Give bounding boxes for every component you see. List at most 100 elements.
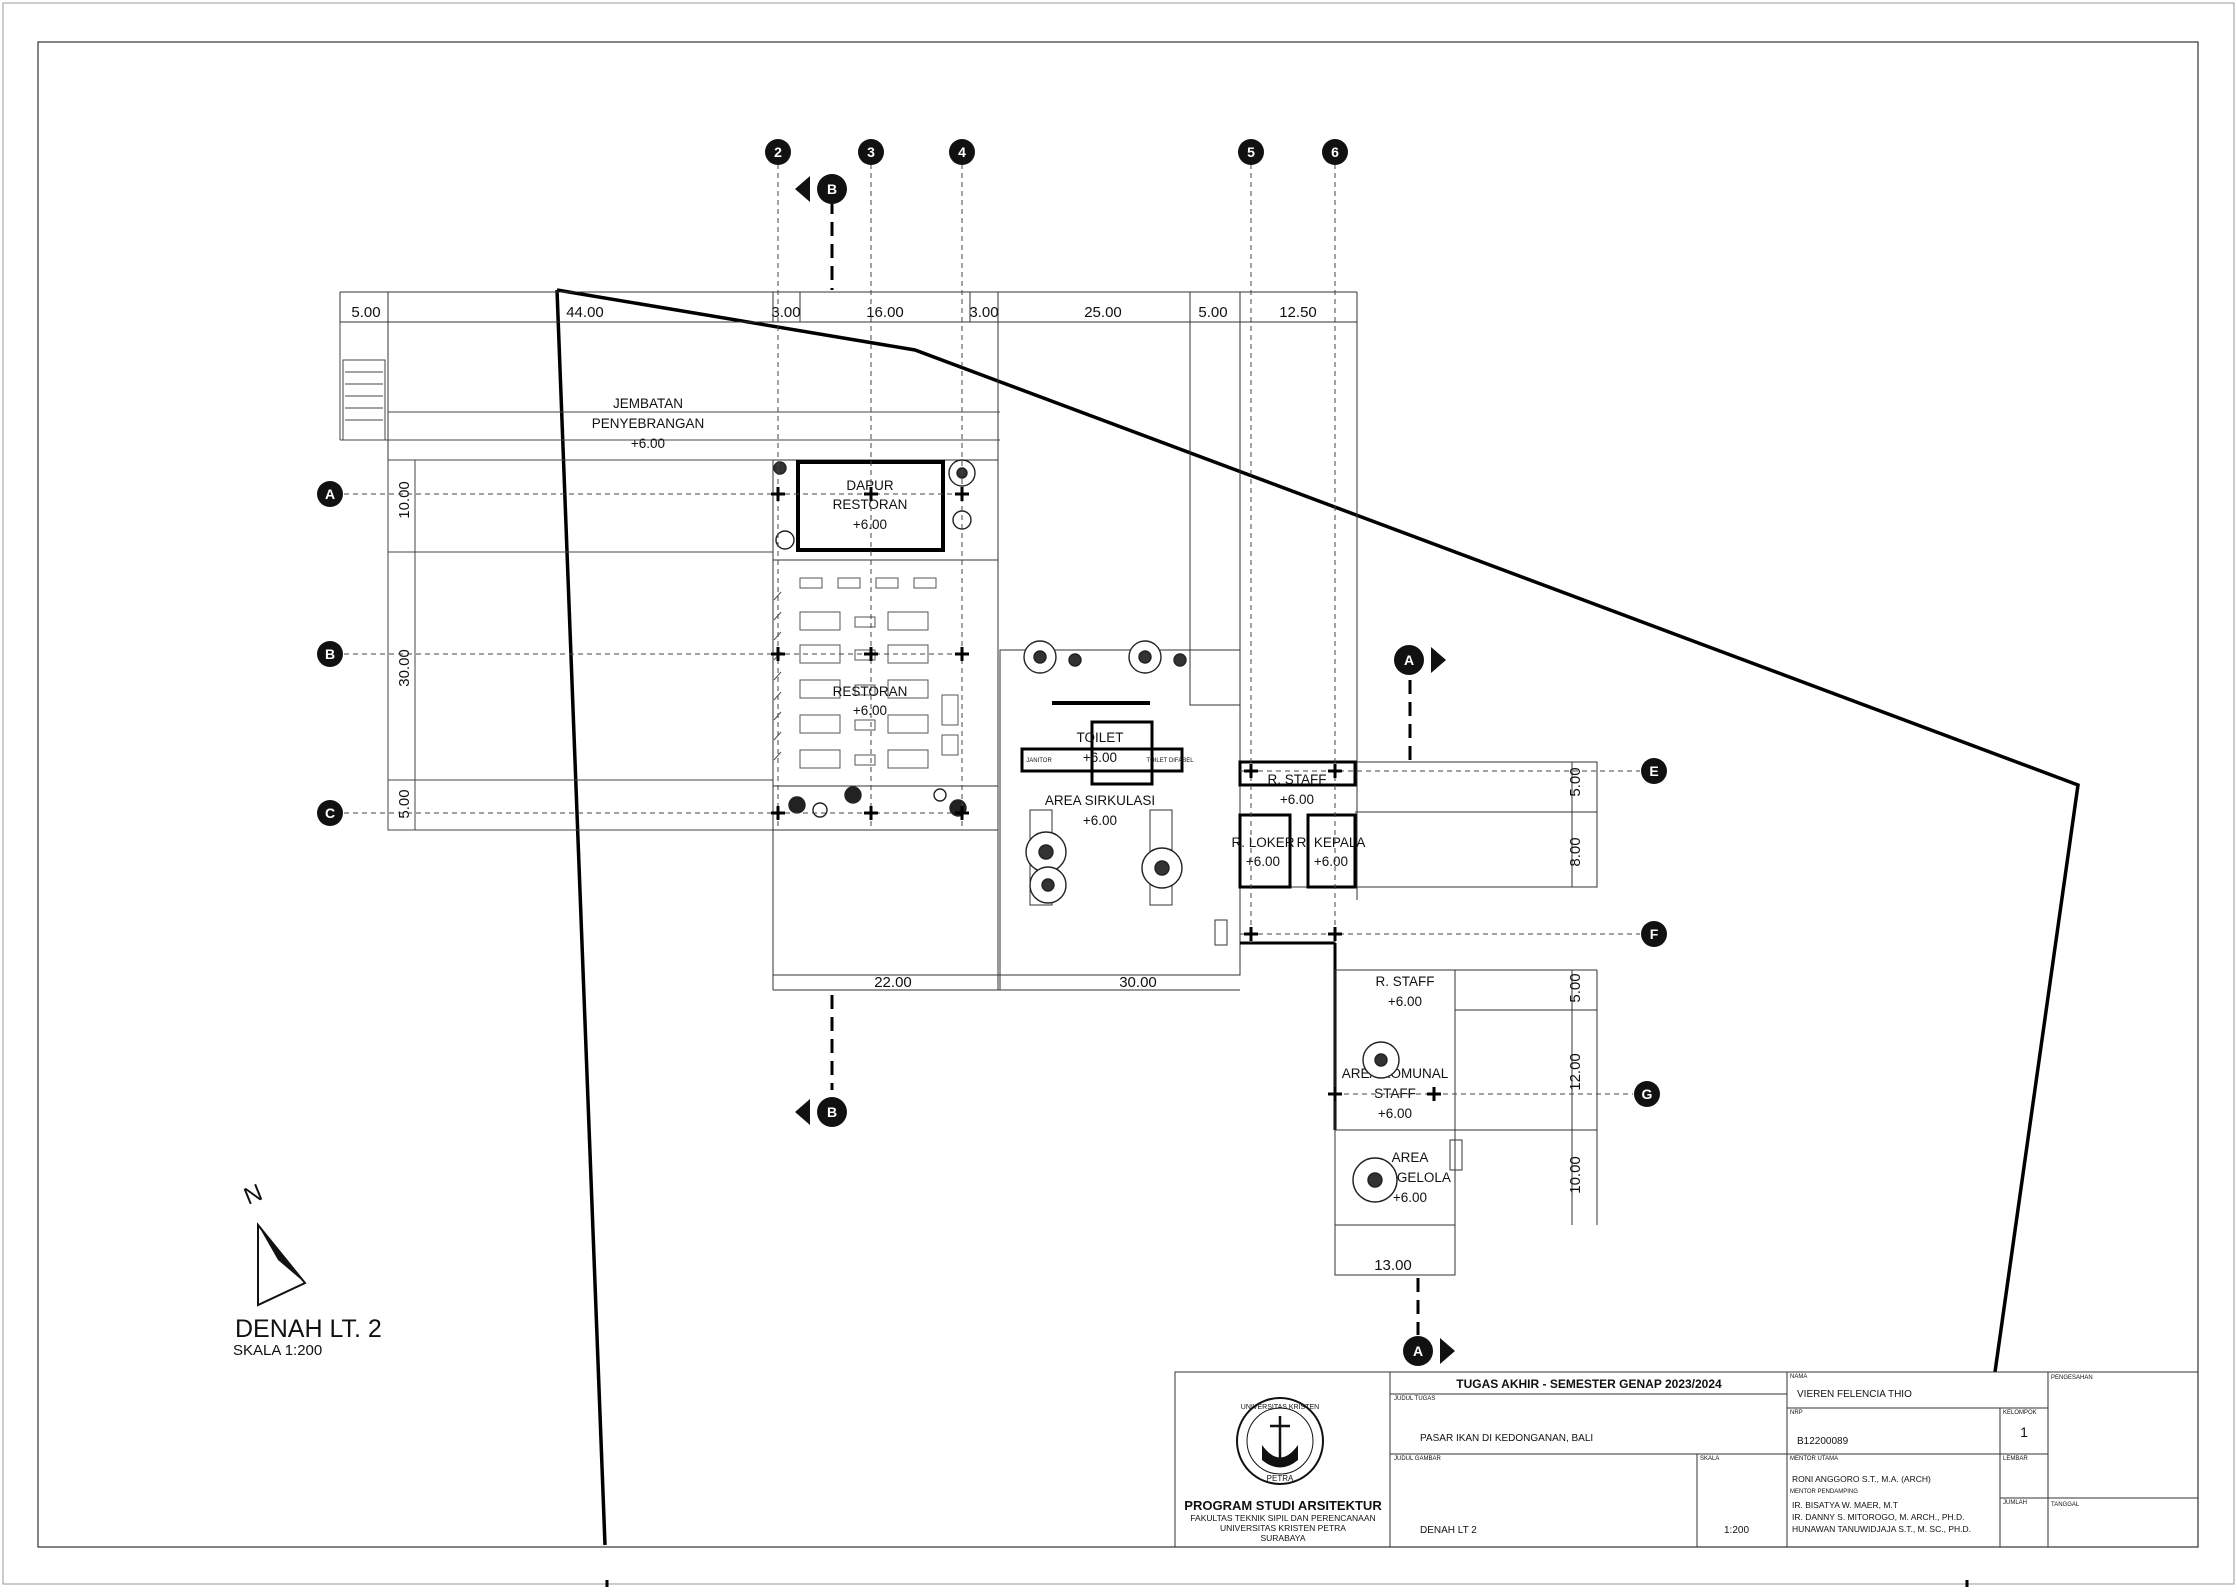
dim-left-1: 10.00 [396, 481, 413, 519]
label-janitor: JANITOR [1026, 758, 1052, 764]
room-level-toilet: +6.00 [1083, 750, 1117, 765]
room-level-staff2: +6.00 [1388, 994, 1422, 1009]
inner-border [37, 41, 2199, 1548]
title-block-frame [1174, 1371, 2199, 1548]
dim-top-5: 3.00 [969, 304, 998, 321]
room-level-pengelola: +6.00 [1393, 1190, 1427, 1205]
dim-top-8: 12.50 [1279, 304, 1317, 321]
room-level-dapur: +6.00 [853, 517, 887, 532]
svg-text:B: B [827, 181, 837, 197]
left-deck [387, 459, 774, 831]
grid-label-6: 6 [1331, 144, 1339, 160]
label-toilet-difabel: TOILET DIFABEL [1146, 758, 1194, 764]
mentor-pendamping-1: IR. BISATYA W. MAER, M.T [1792, 1500, 1898, 1510]
svg-text:A: A [1404, 652, 1414, 668]
room-label-staff2: R. STAFF [1376, 974, 1435, 989]
grid-label-g: G [1642, 1086, 1653, 1102]
seal-text-bottom: PETRA [1267, 1474, 1294, 1483]
dim-bottom-wing: 13.00 [1374, 1257, 1412, 1274]
svg-text:B: B [827, 1104, 837, 1120]
room-label-restoran: RESTORAN [833, 684, 908, 699]
room-label-jembatan: JEMBATAN [613, 396, 683, 411]
grid-bubbles-letters: A B C E F G [317, 481, 1667, 1107]
top-dimension-band [339, 291, 1358, 900]
grid-bubble-3 [858, 139, 884, 165]
lembar-label: LEMBAR [2003, 1456, 2028, 1462]
grid-bubble-b [317, 641, 343, 667]
nrp-value: B12200089 [1797, 1436, 1849, 1447]
room-label-dapur: DAPUR [846, 478, 894, 493]
judul-gambar-value: DENAH LT 2 [1420, 1525, 1477, 1536]
grid-label-c: C [325, 805, 335, 821]
room-label-toilet: TOILET [1076, 730, 1123, 745]
dim-top-6: 25.00 [1084, 304, 1122, 321]
dim-top-1: 5.00 [351, 304, 380, 321]
north-arrow: N [240, 1179, 307, 1307]
dim-right-3: 5.00 [1567, 973, 1584, 1002]
room-label-komunal-staff: STAFF [1374, 1086, 1416, 1101]
top-dimension-labels: 5.00 44.00 3.00 16.00 3.00 25.00 5.00 12… [351, 304, 1316, 321]
grid-bubble-a [317, 481, 343, 507]
university-seal: UNIVERSITAS KRISTEN PETRA [1236, 1397, 1324, 1485]
title-block-header: TUGAS AKHIR - SEMESTER GENAP 2023/2024 [1456, 1377, 1722, 1391]
skala-label: SKALA [1700, 1456, 1720, 1462]
grid-bubble-e [1641, 758, 1667, 784]
mentor-utama-value: RONI ANGGORO S.T., M.A. (ARCH) [1792, 1474, 1931, 1484]
dim-right-5: 10.00 [1567, 1156, 1584, 1194]
city-name: SURABAYA [1260, 1533, 1306, 1543]
room-level-kepala: +6.00 [1314, 854, 1348, 869]
grid-label-b: B [325, 646, 335, 662]
dim-left-2: 30.00 [396, 649, 413, 687]
grid-bubble-6 [1322, 139, 1348, 165]
section-marker-b-bottom: B [795, 1097, 847, 1127]
dim-top-3: 3.00 [771, 304, 800, 321]
svg-text:A: A [1413, 1343, 1423, 1359]
section-marker-a-bottom: A [1403, 1336, 1455, 1366]
drawing-scale: SKALA 1:200 [233, 1342, 322, 1359]
judul-tugas-value: PASAR IKAN DI KEDONGANAN, BALI [1420, 1433, 1594, 1444]
mentor-pendamping-2: IR. DANNY S. MITOROGO, M. ARCH., PH.D. [1792, 1512, 1965, 1522]
right-dimension-labels: 5.00 8.00 5.00 12.00 10.00 [1567, 767, 1584, 1193]
nrp-label: NRP [1790, 1410, 1803, 1416]
dim-bottom-1: 22.00 [874, 974, 912, 991]
section-marker-b-top: B [795, 174, 847, 204]
grid-label-5: 5 [1247, 144, 1255, 160]
grid-label-f: F [1650, 926, 1659, 942]
nama-value: VIEREN FELENCIA THIO [1797, 1389, 1912, 1400]
plants [773, 459, 1400, 1203]
grid-bubble-g [1634, 1081, 1660, 1107]
grid-bubble-4 [949, 139, 975, 165]
room-level-komunal: +6.00 [1378, 1106, 1412, 1121]
tanggal-label: TANGGAL [2051, 1502, 2080, 1508]
faculty-name: FAKULTAS TEKNIK SIPIL DAN PERENCANAAN [1190, 1513, 1376, 1523]
dim-top-2: 44.00 [566, 304, 604, 321]
section-cut-lines [830, 200, 1420, 1335]
dim-right-2: 8.00 [1567, 837, 1584, 866]
room-label-loker: R. LOKER [1231, 835, 1294, 850]
room-level-loker: +6.00 [1246, 854, 1280, 869]
room-level-jembatan: +6.00 [631, 436, 665, 451]
room-level-sirkulasi: +6.00 [1083, 813, 1117, 828]
room-label-sirkulasi: AREA SIRKULASI [1045, 793, 1155, 808]
grid-label-4: 4 [958, 144, 966, 160]
room-label-staff1: R. STAFF [1268, 772, 1327, 787]
grid-label-a: A [325, 486, 335, 502]
jumlah-label: JUMLAH [2003, 1500, 2028, 1506]
grid-label-3: 3 [867, 144, 875, 160]
left-dimension-labels: 10.00 30.00 5.00 [396, 481, 413, 818]
dim-top-4: 16.00 [866, 304, 904, 321]
dim-right-4: 12.00 [1567, 1053, 1584, 1091]
grid-crosses [771, 487, 1441, 1101]
restaurant-block [772, 459, 1240, 991]
room-label-kepala: R. KEPALA [1297, 835, 1366, 850]
room-level-restoran: +6.00 [853, 703, 887, 718]
room-level-staff1: +6.00 [1280, 792, 1314, 807]
grid-bubble-f [1641, 921, 1667, 947]
mentor-pendamping-label: MENTOR PENDAMPING [1790, 1489, 1858, 1495]
university-name: UNIVERSITAS KRISTEN PETRA [1220, 1523, 1346, 1533]
bridge-structure [339, 322, 1000, 441]
mentor-utama-label: MENTOR UTAMA [1790, 1456, 1839, 1462]
